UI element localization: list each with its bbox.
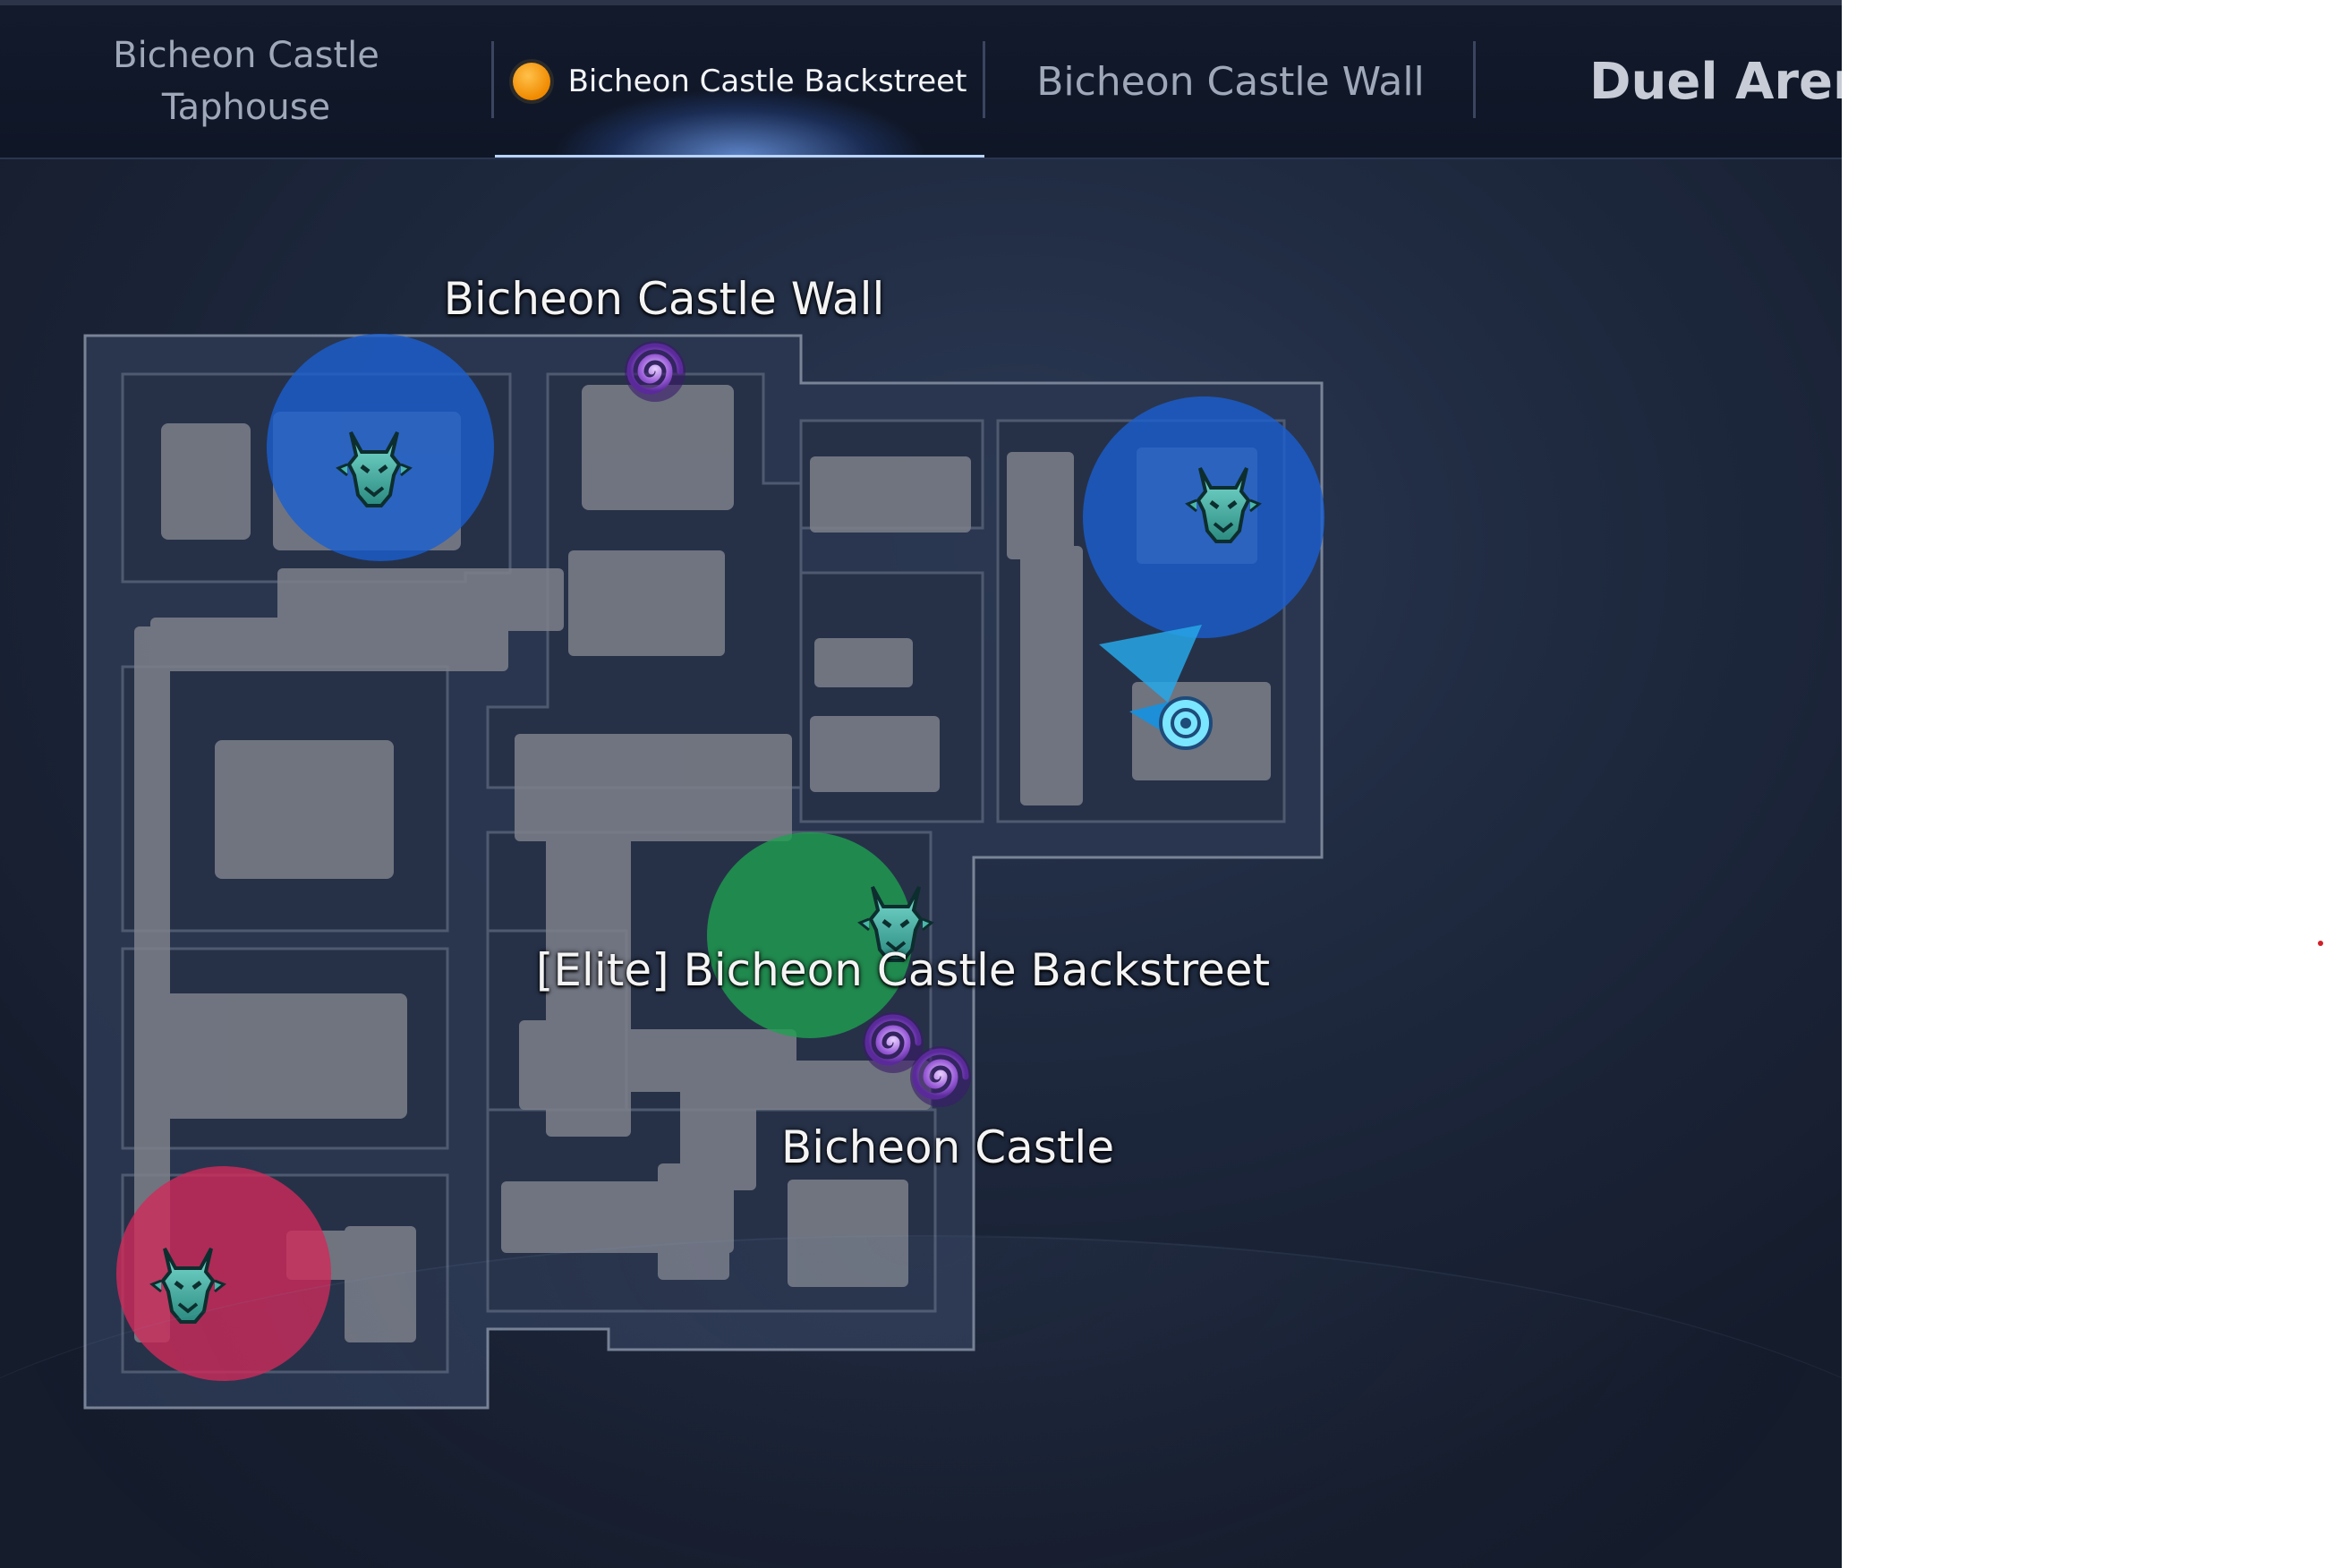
blue-zone-northwest [267,334,494,561]
stray-red-dot [2318,941,2323,946]
tab-bicheon-castle-taphouse[interactable]: Bicheon Castle Taphouse [0,5,492,158]
tab-label: Bicheon Castle Taphouse [113,35,379,128]
active-tab-glow [513,50,967,158]
current-location-dot-icon [512,63,550,100]
tab-label: Bicheon Castle Backstreet [567,64,967,99]
map-label-north-exit: Bicheon Castle Wall [443,273,885,325]
red-zone-southwest [116,1166,331,1381]
tab-duel-arena[interactable]: Duel Arena [1477,5,1842,158]
tab-bar-top-border [0,0,1842,5]
tab-label: Bicheon Castle Wall [1036,58,1425,105]
portal-swirl-icon [625,341,686,402]
map-label-south-exit: Bicheon Castle [780,1121,1115,1173]
tab-bicheon-castle-backstreet[interactable]: Bicheon Castle Backstreet [495,5,984,158]
portal-swirl-icon [910,1046,971,1107]
tab-label: Duel Arena [1589,52,1842,111]
area-tab-bar: Bicheon Castle Taphouse Bicheon Castle B… [0,0,1842,159]
tab-divider [491,41,494,118]
green-zone-elite [707,832,913,1038]
map-label-elite-zone: [Elite] Bicheon Castle Backstreet [535,944,1271,996]
tab-divider [983,41,985,118]
active-tab-underline [495,155,984,158]
area-map [83,334,1324,1410]
tab-divider [1473,41,1476,118]
tab-bicheon-castle-wall[interactable]: Bicheon Castle Wall [987,5,1474,158]
player-position-icon [1099,625,1213,750]
game-screen: Bicheon Castle Wall [Elite] Bicheon Cast… [0,0,1842,1568]
